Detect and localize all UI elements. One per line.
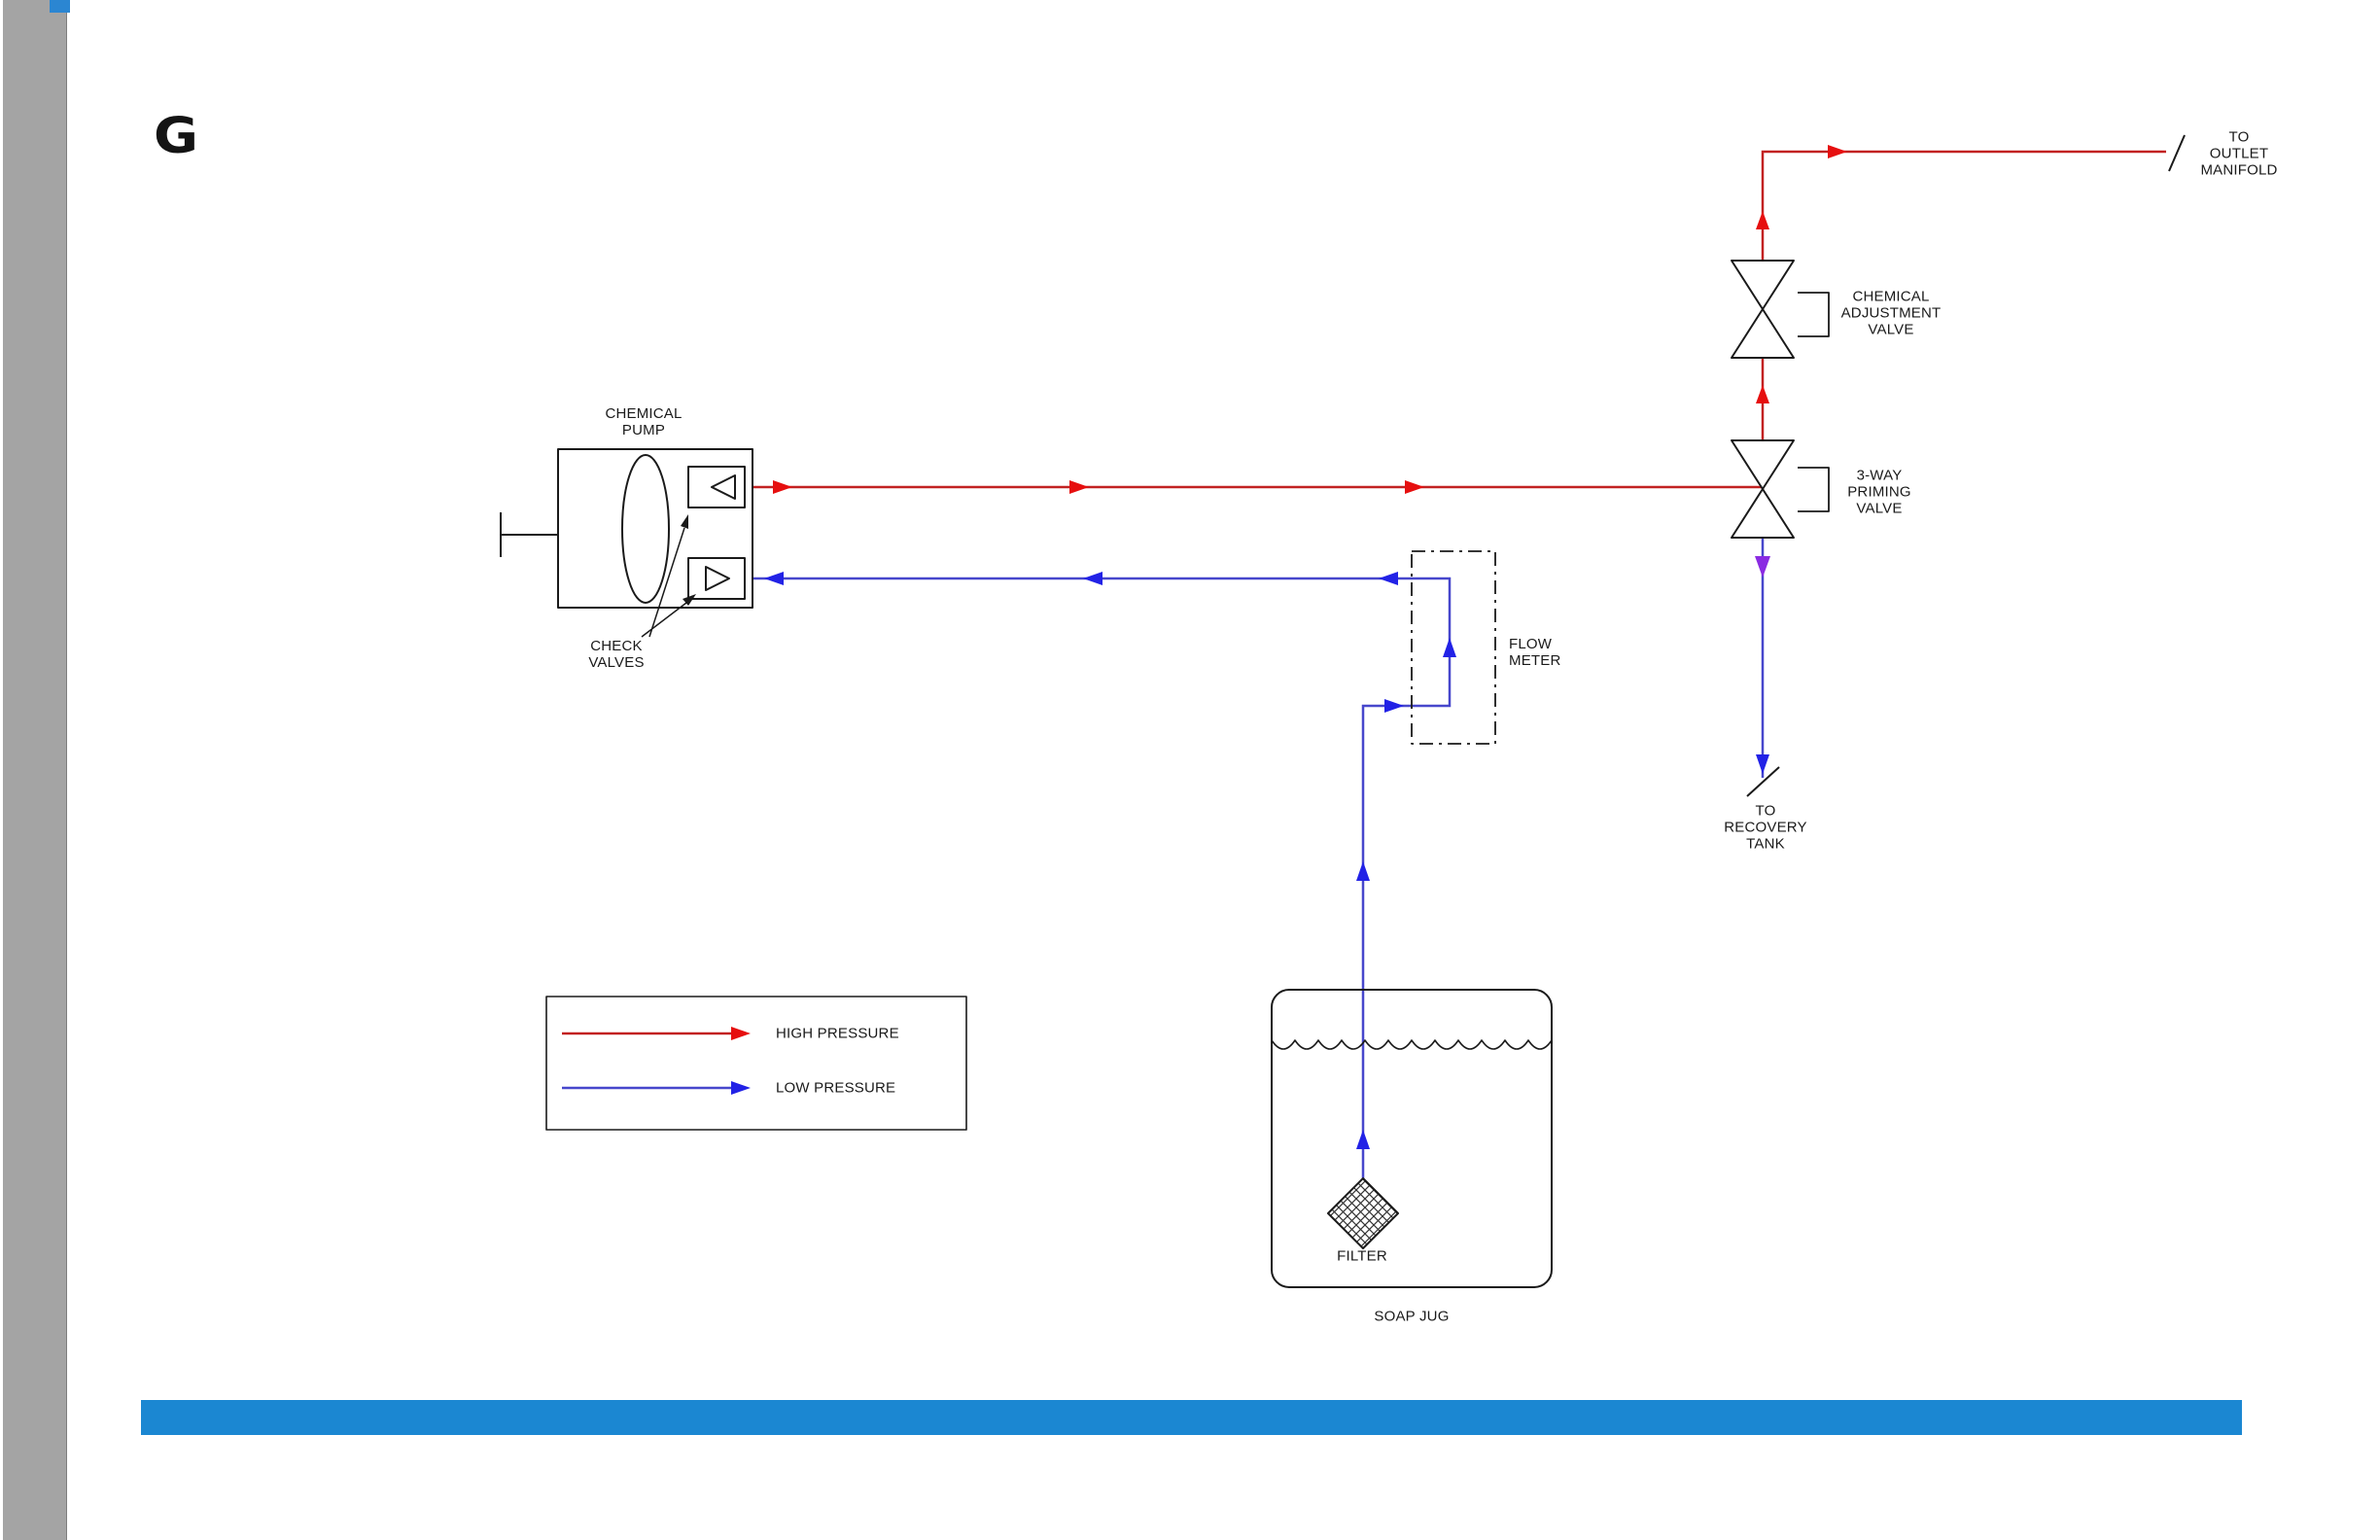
priming-valve-bottom: [1731, 488, 1795, 539]
flow-arrow-left: [1083, 572, 1102, 585]
pump-left-stub: [500, 512, 558, 557]
black-linework: [500, 134, 2186, 1288]
flow-arrow-left: [764, 572, 784, 585]
flow-arrow-right: [773, 480, 792, 494]
flow-arrow-up: [1356, 861, 1370, 881]
flow-meter-label: FLOW METER: [1509, 636, 1561, 669]
flow-arrow-up: [1756, 385, 1769, 403]
legend-low-pressure-arrow: [731, 1081, 751, 1095]
outlet-manifold-line: [1761, 150, 2166, 261]
flow-arrow-right: [1828, 145, 1847, 158]
adjustment-valve-bottom: [1731, 308, 1795, 359]
three-way-priming-valve-label: 3-WAY PRIMING VALVE: [1847, 467, 1911, 517]
low-pressure-lines: [562, 538, 1765, 1178]
low-pressure-arrows: [731, 572, 1769, 1149]
soap-jug-outline: [1271, 989, 1553, 1288]
check-valve-bottom-icon: [705, 566, 730, 591]
flow-arrow-down: [1756, 754, 1769, 774]
liquid-surface-wave: [1271, 1039, 1553, 1050]
priming-valve-handle: [1798, 467, 1830, 512]
legend-high-pressure-arrow: [731, 1027, 751, 1040]
chemical-pump-label: CHEMICAL PUMP: [605, 405, 682, 438]
bottom-accent-bar: [141, 1400, 2242, 1435]
flow-arrow-down-purple: [1755, 556, 1770, 578]
flow-meter-box: [1411, 550, 1496, 745]
left-gray-panel: [3, 0, 67, 1540]
check-valve-top-icon: [711, 474, 736, 500]
flow-arrow-left: [1379, 572, 1398, 585]
filter-icon: [1327, 1177, 1399, 1249]
high-pressure-arrows: [731, 145, 1847, 1040]
to-outlet-manifold-label: TO OUTLET MANIFOLD: [2200, 128, 2278, 179]
flow-arrow-right: [1069, 480, 1089, 494]
legend-high-pressure-label: HIGH PRESSURE: [776, 1025, 899, 1042]
flow-arrow-up: [1756, 211, 1769, 229]
priming-valve-top: [1731, 439, 1795, 490]
pointer-arrow-2: [681, 514, 688, 529]
filter-label: FILTER: [1337, 1247, 1387, 1265]
brand-logo-g: G: [154, 108, 198, 165]
soap-jug-label: SOAP JUG: [1374, 1308, 1450, 1325]
legend-low-pressure-label: LOW PRESSURE: [776, 1079, 896, 1097]
recovery-line-break: [1746, 766, 1780, 797]
flow-arrow-up: [1443, 638, 1456, 657]
to-recovery-tank-label: TO RECOVERY TANK: [1724, 802, 1807, 853]
pointer-arrow-1: [682, 594, 696, 606]
legend-box: [545, 996, 967, 1131]
check-valves-label: CHECK VALVES: [588, 638, 645, 671]
chemical-adjustment-valve-label: CHEMICAL ADJUSTMENT VALVE: [1840, 288, 1942, 338]
flow-arrow-right: [1405, 480, 1424, 494]
flow-arrow-right: [1384, 699, 1404, 713]
outlet-line-break: [2168, 134, 2186, 172]
adjustment-valve-top: [1731, 260, 1795, 310]
adjustment-valve-handle: [1798, 292, 1830, 337]
sidebar-scroll-indicator: [50, 0, 70, 13]
pump-diaphragm: [621, 454, 670, 604]
check-valves-pointer-lines: [641, 527, 687, 638]
flow-arrow-up: [1356, 1130, 1370, 1149]
